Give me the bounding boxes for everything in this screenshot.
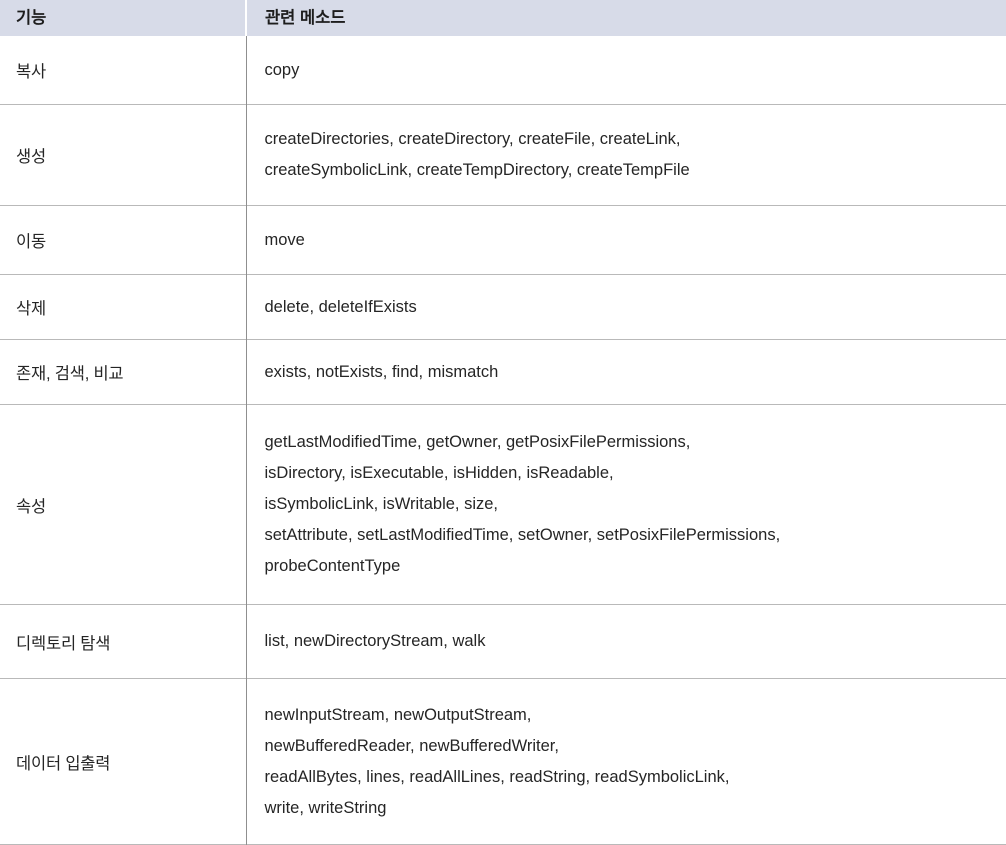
cell-feature: 존재, 검색, 비교 xyxy=(0,339,246,405)
method-line: copy xyxy=(264,60,300,79)
header-row: 기능 관련 메소드 xyxy=(0,0,1006,36)
cell-methods: list, newDirectoryStream, walk xyxy=(245,604,1006,679)
cell-methods: exists, notExists, find, mismatch xyxy=(245,339,1006,405)
cell-feature: 데이터 입출력 xyxy=(0,678,246,845)
table-row: 삭제 delete, deleteIfExists xyxy=(0,274,1006,340)
cell-methods: copy xyxy=(245,36,1006,105)
table-row: 속성 getLastModifiedTime, getOwner, getPosi… xyxy=(0,404,1006,605)
method-line: newInputStream, newOutputStream, xyxy=(264,705,532,724)
table-row: 이동 move xyxy=(0,205,1006,275)
table-row: 복사 copy xyxy=(0,36,1006,105)
table-header: 기능 관련 메소드 xyxy=(0,0,1006,36)
method-line: readAllBytes, lines, readAllLines, readS… xyxy=(264,767,730,786)
table-row: 생성 createDirectories, createDirectory, cr… xyxy=(0,104,1006,206)
column-header-feature: 기능 xyxy=(0,0,246,36)
method-line: move xyxy=(264,230,305,249)
method-line: write, writeString xyxy=(264,798,387,817)
method-line: isSymbolicLink, isWritable, size, xyxy=(264,495,499,513)
table-body: 복사 copy 생성 createDirectories, createDirecto… xyxy=(0,36,1006,845)
method-line: delete, deleteIfExists xyxy=(264,297,417,316)
cell-methods: newInputStream, newOutputStream, newBuffe… xyxy=(245,678,1006,845)
table-row: 디렉토리 탐색 list, newDirectoryStream, walk xyxy=(0,604,1006,679)
method-line: getLastModifiedTime, getOwner, getPosixF… xyxy=(264,433,691,451)
cell-methods: createDirectories, createDirectory, crea… xyxy=(245,104,1006,206)
cell-methods: getLastModifiedTime, getOwner, getPosixF… xyxy=(245,404,1006,605)
cell-feature: 삭제 xyxy=(0,274,246,340)
method-line: list, newDirectoryStream, walk xyxy=(264,632,486,650)
method-line: createDirectories, createDirectory, crea… xyxy=(264,130,681,148)
method-line: exists, notExists, find, mismatch xyxy=(264,362,499,381)
cell-feature: 속성 xyxy=(0,404,246,605)
table-row: 존재, 검색, 비교 exists, notExists, find, misma… xyxy=(0,339,1006,405)
method-line: setAttribute, setLastModifiedTime, setOw… xyxy=(264,526,781,544)
column-header-methods: 관련 메소드 xyxy=(245,0,1006,36)
method-line: isDirectory, isExecutable, isHidden, isR… xyxy=(264,464,614,482)
method-line: newBufferedReader, newBufferedWriter, xyxy=(264,736,559,755)
method-line: createSymbolicLink, createTempDirectory,… xyxy=(264,161,690,179)
cell-methods: move xyxy=(245,205,1006,275)
cell-feature: 디렉토리 탐색 xyxy=(0,604,246,679)
cell-feature: 복사 xyxy=(0,36,246,105)
cell-methods: delete, deleteIfExists xyxy=(245,274,1006,340)
method-line: probeContentType xyxy=(264,557,401,575)
cell-feature: 생성 xyxy=(0,104,246,206)
cell-feature: 이동 xyxy=(0,205,246,275)
